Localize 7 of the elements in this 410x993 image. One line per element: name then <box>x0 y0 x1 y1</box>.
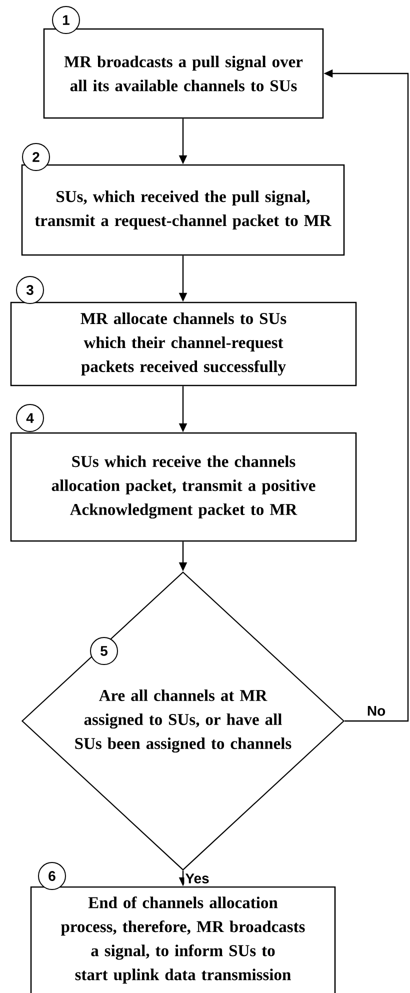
process-box: MR allocate channels to SUs which their channel-request packets received successfully <box>10 302 357 386</box>
process-box: SUs, which received the pull signal, transmit a request-channel packet to MR <box>21 164 345 256</box>
process-box: SUs which receive the channels allocation packet, transmit a positive Acknowledgment packet to MR <box>10 432 357 542</box>
process-box: MR broadcasts a pull signal over all its available channels to SUs <box>43 28 324 119</box>
process-box: End of channels allocation process, therefore, MR broadcasts a signal, to inform SUs to start uplink data transmission <box>30 886 336 993</box>
edge-label: Yes <box>184 872 210 884</box>
edge-label: No <box>366 705 387 717</box>
